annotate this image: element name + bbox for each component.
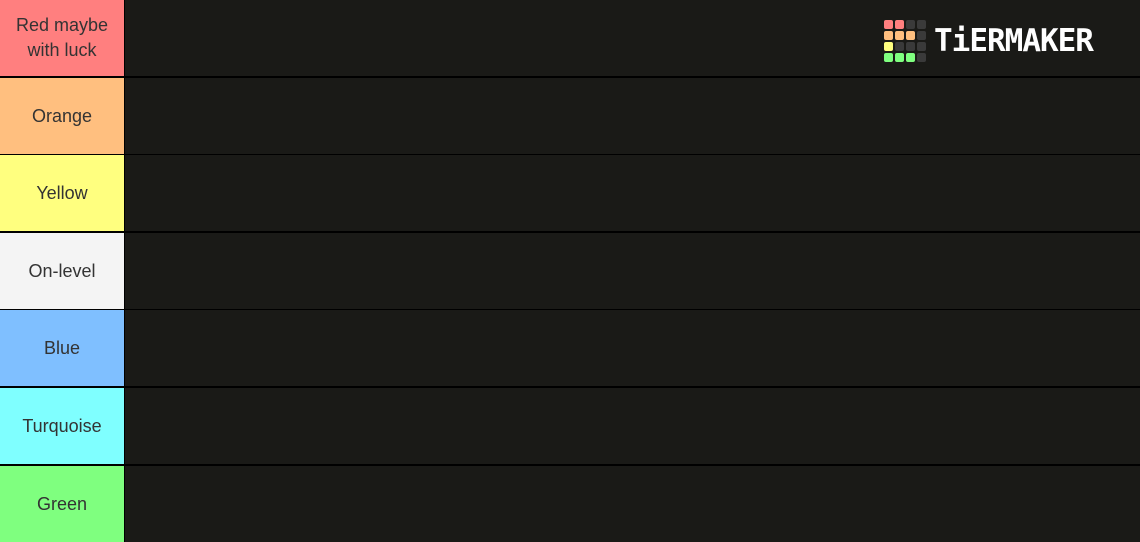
tier-label-orange[interactable]: Orange bbox=[0, 78, 124, 154]
logo-grid-cell bbox=[917, 20, 926, 29]
tier-label-red[interactable]: Red maybe with luck bbox=[0, 0, 124, 76]
logo-grid-cell bbox=[884, 42, 893, 51]
tier-row-orange: Orange bbox=[0, 78, 1140, 154]
logo-grid-cell bbox=[906, 42, 915, 51]
tier-label-yellow[interactable]: Yellow bbox=[0, 155, 124, 231]
tier-items-yellow[interactable] bbox=[125, 155, 1140, 231]
tier-row-on-level: On-level bbox=[0, 233, 1140, 309]
tier-row-green: Green bbox=[0, 466, 1140, 542]
logo-grid-cell bbox=[884, 20, 893, 29]
tiermaker-logo-text: TiERMAKER bbox=[934, 23, 1094, 59]
logo-grid-cell bbox=[917, 53, 926, 62]
tier-label-on-level[interactable]: On-level bbox=[0, 233, 124, 309]
logo-grid-cell bbox=[906, 31, 915, 40]
tier-row-turquoise: Turquoise bbox=[0, 388, 1140, 464]
logo-grid-cell bbox=[884, 31, 893, 40]
tier-label-turquoise[interactable]: Turquoise bbox=[0, 388, 124, 464]
logo-grid-cell bbox=[906, 20, 915, 29]
tiermaker-logo: TiERMAKER bbox=[884, 20, 1094, 62]
logo-grid-cell bbox=[895, 31, 904, 40]
tier-label-green[interactable]: Green bbox=[0, 466, 124, 542]
logo-grid-cell bbox=[906, 53, 915, 62]
logo-grid-cell bbox=[895, 20, 904, 29]
tier-items-blue[interactable] bbox=[125, 310, 1140, 386]
tier-items-red[interactable] bbox=[125, 0, 1140, 76]
logo-grid-cell bbox=[917, 31, 926, 40]
tier-row-red: Red maybe with luck bbox=[0, 0, 1140, 76]
tier-items-orange[interactable] bbox=[125, 78, 1140, 154]
tier-items-turquoise[interactable] bbox=[125, 388, 1140, 464]
logo-grid-cell bbox=[895, 42, 904, 51]
tier-label-blue[interactable]: Blue bbox=[0, 310, 124, 386]
logo-grid-cell bbox=[917, 42, 926, 51]
logo-grid-cell bbox=[895, 53, 904, 62]
tier-items-green[interactable] bbox=[125, 466, 1140, 542]
logo-grid-cell bbox=[884, 53, 893, 62]
tier-row-yellow: Yellow bbox=[0, 155, 1140, 231]
tier-row-blue: Blue bbox=[0, 310, 1140, 386]
tiermaker-grid-icon bbox=[884, 20, 926, 62]
tier-items-on-level[interactable] bbox=[125, 233, 1140, 309]
